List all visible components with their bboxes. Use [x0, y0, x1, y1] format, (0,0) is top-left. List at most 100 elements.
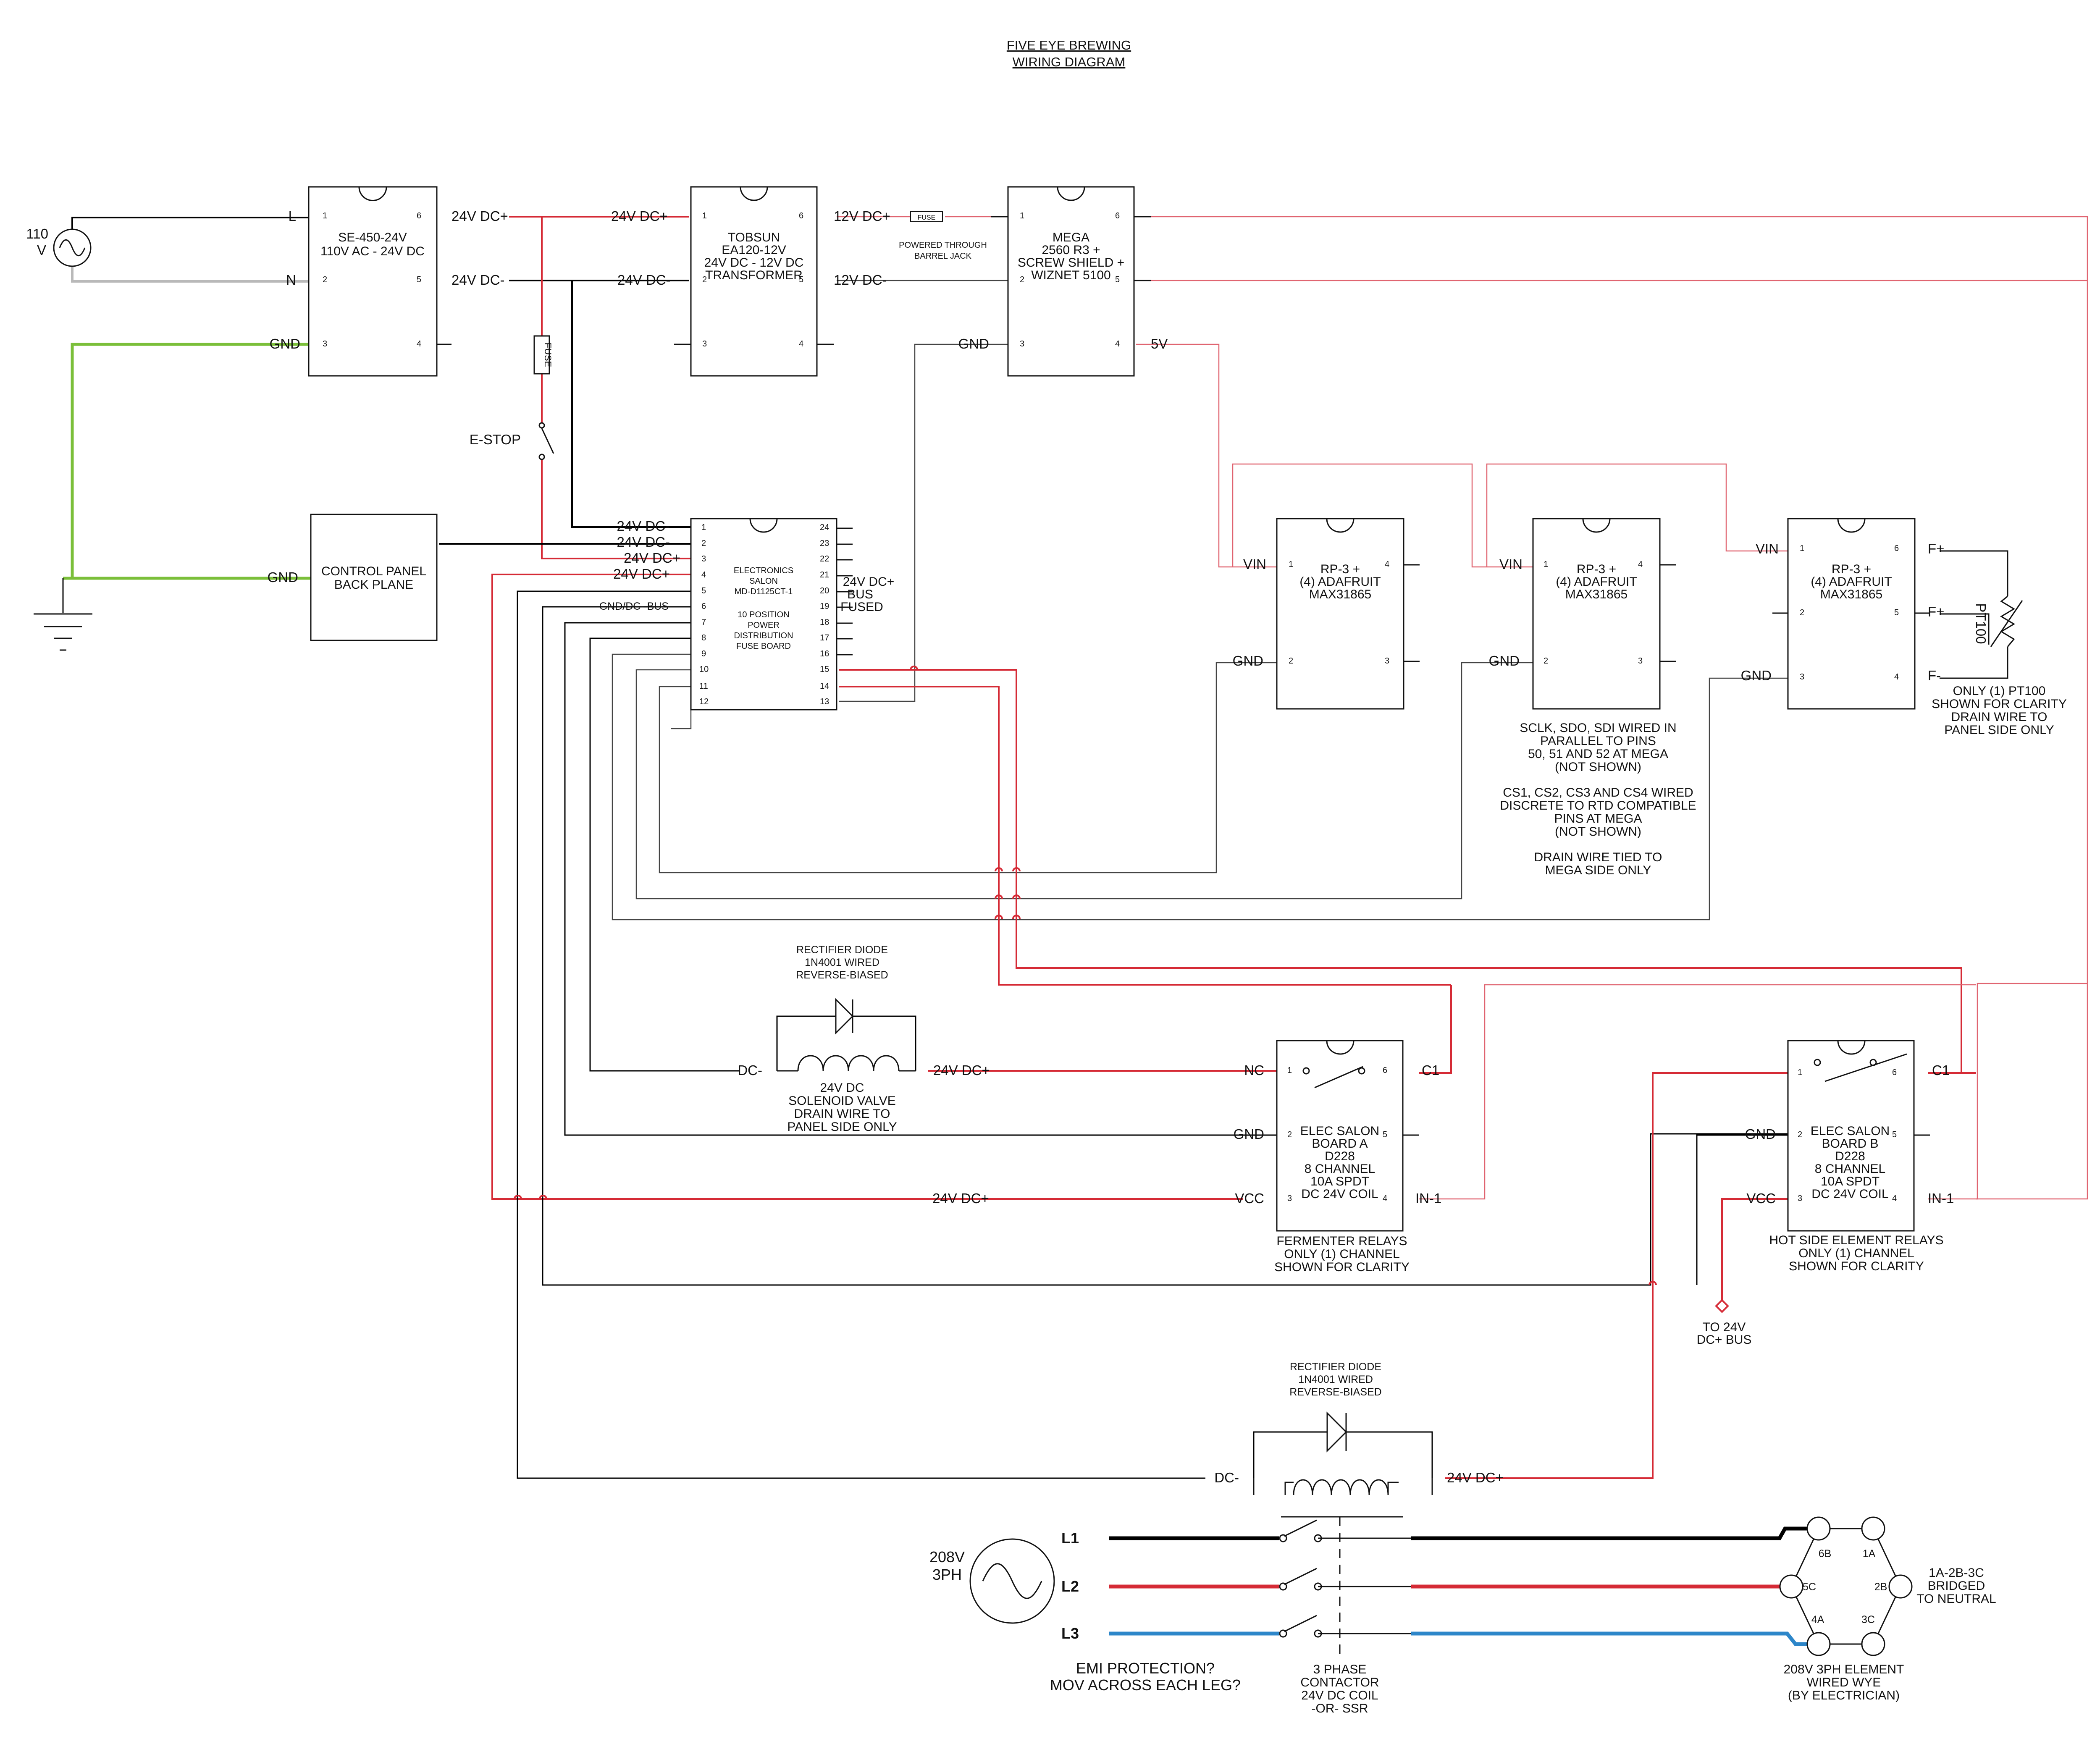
psu-pin: 3	[323, 339, 327, 349]
fuse-board-line: 10 POSITION	[738, 610, 789, 619]
diode-2-note: REVERSE-BIASED	[1289, 1386, 1382, 1398]
mega-line: SCREW SHIELD +	[1018, 256, 1124, 270]
pt100-note: DRAIN WIRE TO	[1951, 710, 2048, 724]
rtd-line: RP-3 +	[1832, 562, 1871, 576]
fuse-board-pin: 21	[820, 570, 829, 580]
tobsun-in-neg: 24V DC-	[617, 272, 671, 288]
relay-a-in1: IN-1	[1415, 1191, 1441, 1206]
fuse-board: ELECTRONICS SALON MD-D1125CT-1 10 POSITI…	[599, 518, 895, 711]
rtd-line: (4) ADAFRUIT	[1299, 575, 1381, 589]
relay-b-vcc: VCC	[1746, 1191, 1776, 1206]
fuse-board-pin: 18	[820, 618, 829, 627]
fuse-board-right-pins: 24 23 22 21 20 19 18 17 16 15 14 13	[820, 523, 829, 706]
mega-pin: 6	[1115, 211, 1120, 220]
relay-a-note: SHOWN FOR CLARITY	[1274, 1260, 1410, 1274]
tobsun-pin: 3	[702, 339, 707, 349]
relay-a-pin: 6	[1383, 1066, 1387, 1075]
relay-a-note: ONLY (1) CHANNEL	[1284, 1247, 1400, 1261]
rtd-line: (4) ADAFRUIT	[1556, 575, 1637, 589]
relay-a-gnd: GND	[1234, 1126, 1264, 1142]
element-note: (BY ELECTRICIAN)	[1788, 1689, 1900, 1702]
tobsun-line: EA120-12V	[722, 243, 786, 257]
emi-note: MOV ACROSS EACH LEG?	[1050, 1676, 1241, 1694]
psu-pin: 2	[323, 275, 327, 284]
fuse-board-pin: 3	[701, 554, 706, 564]
rtd-line: (4) ADAFRUIT	[1811, 575, 1892, 589]
earth-ground-symbol	[34, 578, 92, 651]
barrel-fuse: FUSE POWERED THROUGH BARREL JACK	[899, 211, 987, 261]
rtd-gnd: GND	[1489, 653, 1520, 669]
element-terminal: 4A	[1811, 1614, 1824, 1626]
fuse-board-fused: FUSED	[840, 600, 883, 614]
estop-switch[interactable]: E-STOP	[470, 422, 554, 460]
fuse-board-pin: 23	[820, 539, 829, 548]
relay-b-line: ELEC SALON	[1811, 1124, 1890, 1138]
tobsun-pin: 2	[702, 275, 707, 284]
rtd-pin: 3	[1638, 656, 1643, 666]
fuse-board-pin: 24	[820, 523, 829, 532]
relay-board-b: 1 2 3 6 5 4 ELEC SALON BOARD B D228 8 CH…	[1745, 1040, 1954, 1273]
relay-a-c1: C1	[1422, 1062, 1439, 1078]
rtd-pin: 2	[1800, 608, 1804, 617]
fuse-board-pin: 11	[699, 682, 708, 691]
source-N-label: N	[286, 272, 296, 288]
relay-b-pin: 4	[1892, 1194, 1897, 1203]
fuse-board-line: DISTRIBUTION	[734, 631, 793, 640]
relay-b-line: DC 24V COIL	[1811, 1187, 1888, 1201]
diode-1-note: RECTIFIER DIODE	[796, 944, 888, 956]
rtd-pin: 3	[1385, 656, 1389, 666]
relay-b-pin: 5	[1892, 1130, 1897, 1139]
relay-a-line: BOARD A	[1312, 1137, 1368, 1151]
rtd-pin: 4	[1638, 560, 1643, 569]
solenoid-pos-label: 24V DC+	[933, 1062, 990, 1078]
pt100-label: PT100	[1973, 603, 1989, 644]
rtd-note-line: SCLK, SDO, SDI WIRED IN	[1520, 721, 1676, 735]
rtd-gnd: GND	[1741, 668, 1772, 683]
fuse-board-pin: 13	[820, 697, 829, 706]
relay-a-pin: 5	[1383, 1130, 1387, 1139]
barrel-fuse-label: FUSE	[918, 214, 936, 221]
mega-line: MEGA	[1053, 231, 1089, 244]
relay-b-gnd: GND	[1745, 1126, 1776, 1142]
mega-gnd-label: GND	[958, 336, 989, 351]
tobsun-transformer: TOBSUN EA120-12V 24V DC - 12V DC TRANSFO…	[611, 186, 890, 377]
element-bridge-note: BRIDGED	[1928, 1579, 1985, 1593]
line-label-l2: L2	[1061, 1578, 1079, 1595]
three-phase-contactor: 3 PHASE CONTACTOR 24V DC COIL -OR- SSR	[1279, 1517, 1411, 1715]
relay-a-line: ELEC SALON	[1300, 1124, 1379, 1138]
pt100-note: ONLY (1) PT100	[1953, 684, 2046, 698]
to-bus-note: TO 24V	[1703, 1320, 1746, 1334]
relay-a-line: 10A SPDT	[1310, 1175, 1369, 1188]
wires	[63, 216, 2088, 1646]
mega-pin: 1	[1020, 211, 1024, 220]
rtd-pin: 4	[1385, 560, 1389, 569]
relay-b-pin: 1	[1798, 1068, 1802, 1077]
to-24v-bus-marker: TO 24V DC+ BUS	[1697, 1299, 1751, 1347]
fuse-board-line: POWER	[748, 621, 780, 630]
diode-1-note: REVERSE-BIASED	[796, 969, 888, 981]
tobsun-line: 24V DC - 12V DC	[704, 256, 804, 270]
relay-a-vcc-feed: 24V DC+	[932, 1191, 989, 1206]
control-panel-line: CONTROL PANEL	[321, 564, 426, 578]
tobsun-pin: 4	[799, 339, 803, 349]
coil-pos-label: 24V DC+	[1447, 1470, 1504, 1485]
fuse-board-pin: 6	[701, 602, 706, 611]
source-110-volt: V	[37, 242, 46, 258]
fuse-board-line: ELECTRONICS	[734, 566, 793, 575]
solenoid-note: PANEL SIDE ONLY	[787, 1120, 897, 1134]
contactor-coil: DC- 24V DC+	[1214, 1470, 1504, 1518]
fuse-board-pin: 16	[820, 649, 829, 658]
rtd-pin: 3	[1800, 672, 1804, 682]
fuse-board-pin: 7	[701, 618, 706, 627]
rtd-vin: VIN	[1243, 556, 1266, 572]
diode-1: RECTIFIER DIODE 1N4001 WIRED REVERSE-BIA…	[796, 944, 888, 1035]
psu-pin: 4	[417, 339, 421, 349]
rtd-line: MAX31865	[1309, 587, 1371, 601]
rtd-board-2: RP-3 + (4) ADAFRUIT MAX31865 1 2 4 3 VIN…	[1489, 518, 1676, 710]
rtd-note-line: CS1, CS2, CS3 AND CS4 WIRED	[1503, 786, 1693, 800]
tobsun-pin: 5	[799, 275, 803, 284]
rtd-pin: 1	[1289, 560, 1293, 569]
fuse-board-pin: 14	[820, 682, 829, 691]
fuse-board-fused: 24V DC+	[843, 575, 895, 589]
element-terminal: 6B	[1819, 1548, 1832, 1560]
